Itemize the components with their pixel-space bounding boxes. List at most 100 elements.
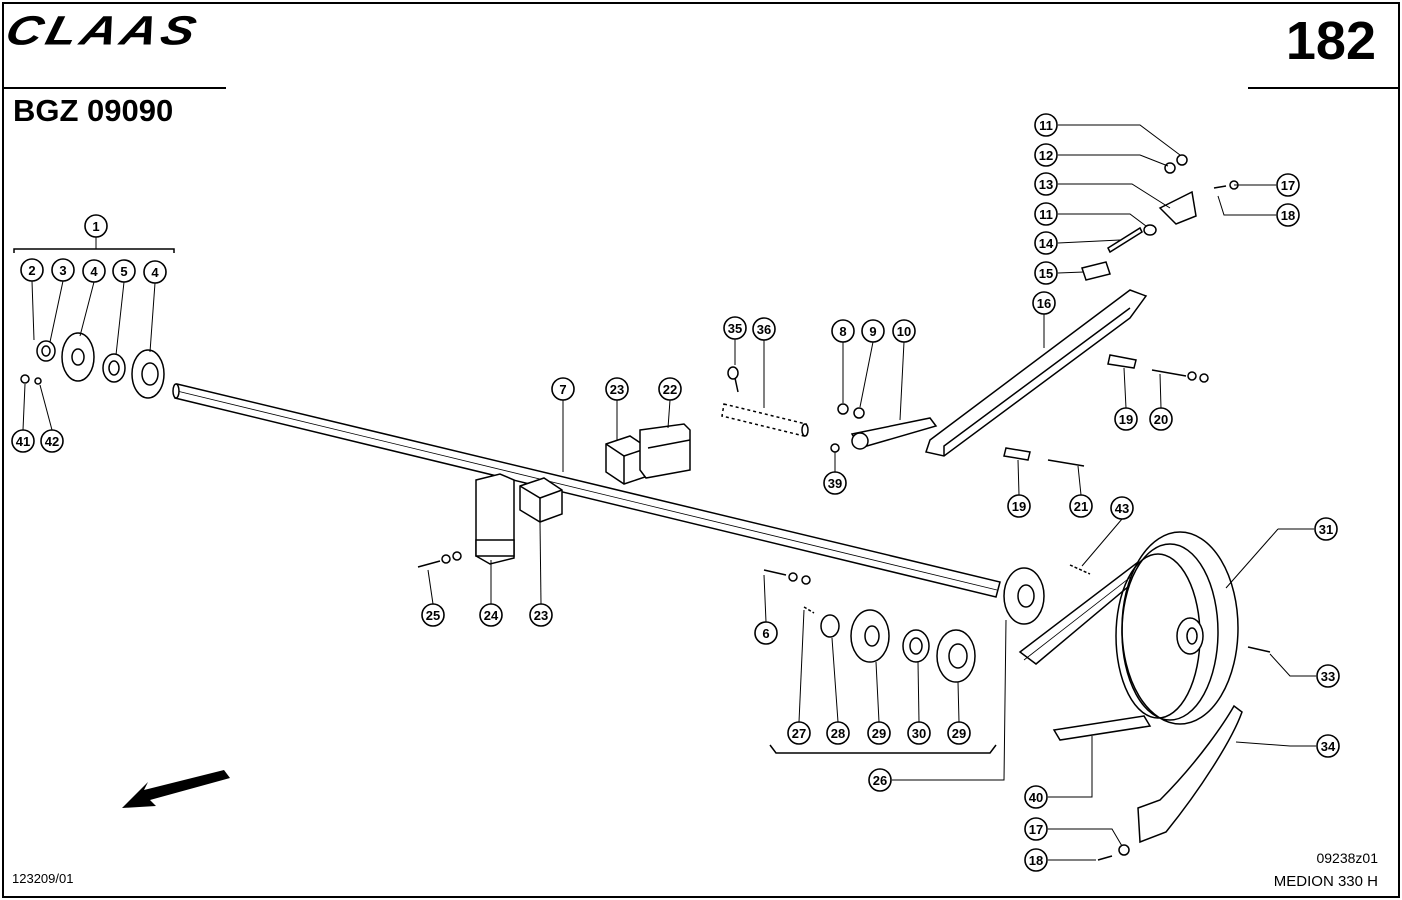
- callout-7: 7: [551, 377, 575, 401]
- callout-14: 14: [1034, 231, 1058, 255]
- svg-text:34: 34: [1321, 739, 1336, 754]
- svg-text:17: 17: [1281, 178, 1295, 193]
- callout-41: 41: [11, 429, 35, 453]
- document-code: BGZ 09090: [13, 93, 174, 128]
- callout-19b: 19: [1007, 494, 1031, 518]
- callout-39: 39: [823, 471, 847, 495]
- callout-4a: 4: [82, 259, 106, 283]
- brand-logo: CLAAS: [1, 7, 205, 54]
- svg-text:39: 39: [828, 476, 842, 491]
- svg-text:5: 5: [120, 264, 127, 279]
- callout-10: 10: [892, 319, 916, 343]
- svg-text:31: 31: [1319, 522, 1333, 537]
- side-frame: [925, 154, 1239, 467]
- callout-23b: 23: [529, 603, 553, 627]
- svg-text:11: 11: [1039, 207, 1053, 222]
- callout-20: 20: [1149, 407, 1173, 431]
- flange-group: [763, 567, 1045, 754]
- callout-29b: 29: [947, 721, 971, 745]
- svg-text:11: 11: [1039, 118, 1053, 133]
- callout-9: 9: [861, 319, 885, 343]
- svg-text:12: 12: [1039, 148, 1053, 163]
- svg-text:42: 42: [45, 434, 59, 449]
- callout-13: 13: [1034, 172, 1058, 196]
- callout-4b: 4: [143, 260, 167, 284]
- callout-16: 16: [1032, 291, 1056, 315]
- pulley-group: [1018, 531, 1271, 861]
- callout-5: 5: [112, 259, 136, 283]
- callout-29a: 29: [867, 721, 891, 745]
- callout-18a: 18: [1276, 203, 1300, 227]
- svg-text:19: 19: [1012, 499, 1026, 514]
- main-shaft: [172, 383, 1001, 598]
- svg-text:16: 16: [1037, 296, 1051, 311]
- callout-25: 25: [421, 603, 445, 627]
- svg-text:35: 35: [728, 321, 742, 336]
- svg-text:23: 23: [610, 382, 624, 397]
- callout-11a: 11: [1034, 113, 1058, 137]
- callout-1: 1: [84, 214, 108, 238]
- svg-text:18: 18: [1281, 208, 1295, 223]
- svg-text:23: 23: [534, 608, 548, 623]
- callout-35: 35: [723, 316, 747, 340]
- svg-text:26: 26: [873, 773, 887, 788]
- callout-2: 2: [20, 258, 44, 282]
- callout-21: 21: [1069, 494, 1093, 518]
- clamp-upper: [605, 423, 691, 485]
- callout-17b: 17: [1024, 817, 1048, 841]
- callout-24: 24: [479, 603, 503, 627]
- callout-43: 43: [1110, 496, 1134, 520]
- svg-text:41: 41: [16, 434, 30, 449]
- pivot-group: [721, 366, 938, 453]
- svg-text:3: 3: [59, 263, 66, 278]
- svg-text:22: 22: [663, 382, 677, 397]
- svg-text:43: 43: [1115, 501, 1129, 516]
- callouts: 1 2 3 4 5 4 41 42 7 23 22 23 24 25 35 36…: [11, 113, 1340, 872]
- callout-30: 30: [907, 721, 931, 745]
- svg-text:29: 29: [952, 726, 966, 741]
- callout-17a: 17: [1276, 173, 1300, 197]
- svg-text:4: 4: [151, 265, 159, 280]
- leader-lines: [22, 124, 1316, 861]
- svg-text:7: 7: [559, 382, 566, 397]
- svg-text:13: 13: [1039, 177, 1053, 192]
- svg-text:24: 24: [484, 608, 499, 623]
- callout-31: 31: [1314, 517, 1338, 541]
- svg-text:4: 4: [90, 264, 98, 279]
- machine-model: MEDION 330 H: [1273, 873, 1378, 890]
- callout-33: 33: [1316, 664, 1340, 688]
- svg-text:29: 29: [872, 726, 886, 741]
- svg-text:10: 10: [897, 324, 911, 339]
- callout-15: 15: [1034, 261, 1058, 285]
- callout-12: 12: [1034, 143, 1058, 167]
- callout-11b: 11: [1034, 202, 1058, 226]
- footer-code: 123209/01: [12, 871, 74, 886]
- clamp-lower: [417, 473, 563, 568]
- svg-text:28: 28: [831, 726, 845, 741]
- svg-text:14: 14: [1039, 236, 1054, 251]
- callout-19a: 19: [1114, 407, 1138, 431]
- callout-22: 22: [658, 377, 682, 401]
- callout-18b: 18: [1024, 848, 1048, 872]
- left-bearing-assembly: [13, 248, 175, 399]
- svg-text:21: 21: [1074, 499, 1088, 514]
- svg-text:17: 17: [1029, 822, 1043, 837]
- callout-27: 27: [787, 721, 811, 745]
- callout-40: 40: [1024, 785, 1048, 809]
- svg-text:8: 8: [839, 324, 846, 339]
- callout-3: 3: [51, 258, 75, 282]
- svg-text:36: 36: [757, 322, 771, 337]
- svg-text:20: 20: [1154, 412, 1168, 427]
- callout-28: 28: [826, 721, 850, 745]
- svg-text:40: 40: [1029, 790, 1043, 805]
- callout-26: 26: [868, 768, 892, 792]
- callout-42: 42: [40, 429, 64, 453]
- svg-text:6: 6: [762, 626, 769, 641]
- svg-text:1: 1: [92, 219, 99, 234]
- callout-36: 36: [752, 317, 776, 341]
- svg-text:18: 18: [1029, 853, 1043, 868]
- page-number: 182: [1285, 11, 1376, 71]
- svg-text:30: 30: [912, 726, 926, 741]
